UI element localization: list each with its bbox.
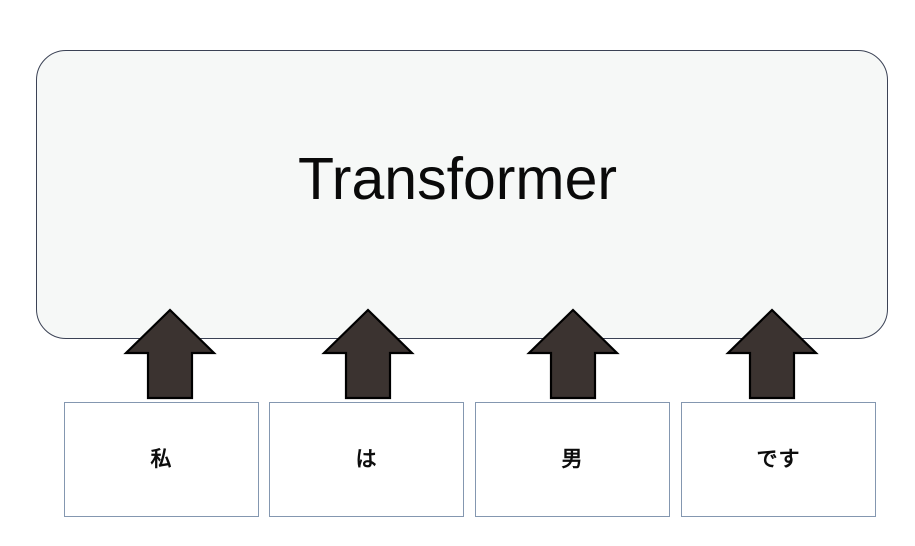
token-box-4: です <box>681 402 876 517</box>
token-label-2: は <box>355 447 378 471</box>
token-box-3: 男 <box>475 402 670 517</box>
token-label-1: 私 <box>150 447 173 471</box>
arrow-up-token-1 <box>123 308 217 400</box>
token-box-2: は <box>269 402 464 517</box>
arrow-up-token-4 <box>725 308 819 400</box>
token-box-1: 私 <box>64 402 259 517</box>
arrow-up-token-2 <box>321 308 415 400</box>
token-label-4: です <box>756 447 801 471</box>
token-label-3: 男 <box>561 447 584 471</box>
transformer-block <box>36 50 888 339</box>
arrow-up-token-3 <box>526 308 620 400</box>
transformer-label: Transformer <box>297 146 618 212</box>
